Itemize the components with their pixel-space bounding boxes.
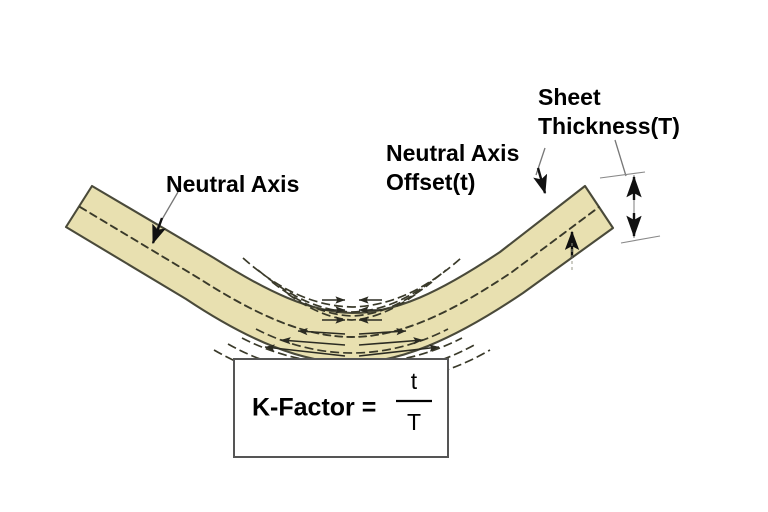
sheet-outline <box>64 184 615 365</box>
compression-arrows <box>322 296 382 324</box>
neutral-axis-dashes <box>79 206 600 338</box>
neutral-axis-offset-label-line1: Neutral Axis <box>386 140 519 166</box>
neutral-axis-leader-arrow <box>151 217 166 245</box>
formula-denominator: T <box>407 409 421 435</box>
tension-arrow-right-1 <box>358 327 407 336</box>
compression-stress-arcs <box>242 257 462 321</box>
compression-arc-4 <box>287 293 417 321</box>
tension-arrow-left-1 <box>297 327 346 336</box>
tension-arrow-right-2 <box>358 337 424 346</box>
compression-arc-2 <box>257 269 447 313</box>
kfactor-formula-box: K-Factor = t T <box>233 358 449 458</box>
formula-left-side: K-Factor = <box>252 394 376 422</box>
formula-box-border <box>233 358 449 458</box>
neutral-axis-line <box>79 206 600 338</box>
formula-numerator: t <box>411 368 418 394</box>
tension-arrows <box>264 327 440 357</box>
thickness-leader-line <box>614 139 627 177</box>
sheet-thickness-annotation: Sheet Thickness(T) <box>538 84 680 244</box>
offset-leader-line <box>535 147 546 176</box>
offset-leader-arrow <box>533 167 548 195</box>
tension-arrow-right-3 <box>358 344 440 357</box>
tension-arrow-left-3 <box>264 344 346 357</box>
tension-arrow-left-2 <box>280 337 346 346</box>
sheet-thickness-label-line1: Sheet <box>538 84 601 110</box>
thickness-extension-tick-top <box>599 171 646 179</box>
neutral-axis-offset-label-line2: Offset(t) <box>386 169 475 195</box>
compression-arc-3 <box>271 281 433 317</box>
thickness-extension-tick-bottom <box>620 235 661 244</box>
sheet-metal-body <box>64 184 615 365</box>
neutral-axis-annotation: Neutral Axis <box>151 171 299 245</box>
neutral-axis-offset-annotation: Neutral Axis Offset(t) <box>386 140 580 270</box>
sheet-thickness-label-line2: Thickness(T) <box>538 113 680 139</box>
neutral-axis-label: Neutral Axis <box>166 171 299 197</box>
